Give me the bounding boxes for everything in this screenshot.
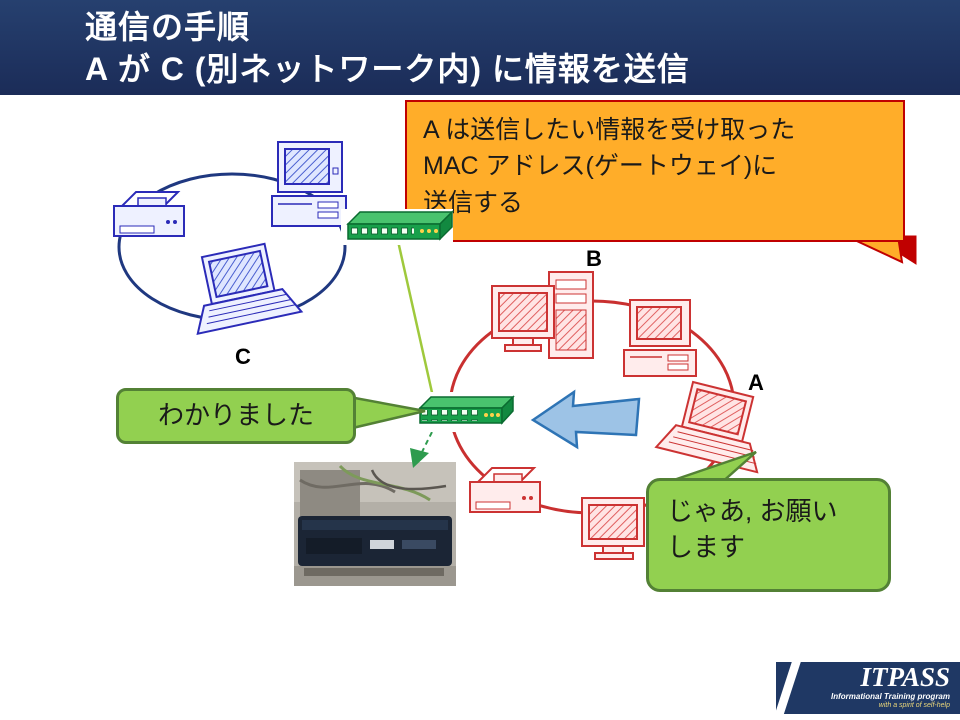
network-switch-icon <box>414 392 526 432</box>
router-dashed-arrow <box>410 423 437 468</box>
flow-arrow <box>530 389 641 450</box>
callout-gateway-send: A は送信したい情報を受け取った MAC アドレス(ゲートウェイ)に 送信する <box>405 100 905 242</box>
slide-title-line1: 通信の手順 <box>85 9 251 45</box>
logo-subtitle: Informational Training program <box>831 692 950 701</box>
logo-text-block: ITPASS Informational Training program wi… <box>831 664 950 709</box>
logo-tagline: with a spirit of self-help <box>878 701 950 709</box>
slide-title-line2: A が C (別ネットワーク内) に情報を送信 <box>85 51 690 88</box>
switch-uplink-line <box>396 240 435 398</box>
callout-acknowledge: わかりました <box>116 388 356 444</box>
itpass-logo: ITPASS Informational Training program wi… <box>776 662 960 714</box>
red-printer-icon <box>469 467 541 513</box>
label-node-a: A <box>748 370 764 395</box>
label-node-b: B <box>586 246 602 271</box>
callout-request: じゃあ, お願い します <box>646 478 891 592</box>
blue-laptop-icon <box>196 242 304 335</box>
logo-slash-decoration <box>776 662 803 714</box>
red-computer-b-icon <box>491 271 594 359</box>
router-photo <box>294 462 456 586</box>
blue-printer-icon <box>113 191 185 237</box>
red-laptop-icon <box>654 380 759 474</box>
label-node-c: C <box>235 344 251 369</box>
slide-header: 通信の手順 A が C (別ネットワーク内) に情報を送信 <box>0 0 960 95</box>
blue-desktop-icon <box>271 141 347 227</box>
red-desktop-icon <box>623 299 697 377</box>
callout-ack-tail <box>342 394 426 432</box>
red-monitor-icon <box>581 497 645 560</box>
logo-title: ITPASS <box>860 662 950 692</box>
gateway-switch-icon <box>341 209 454 245</box>
